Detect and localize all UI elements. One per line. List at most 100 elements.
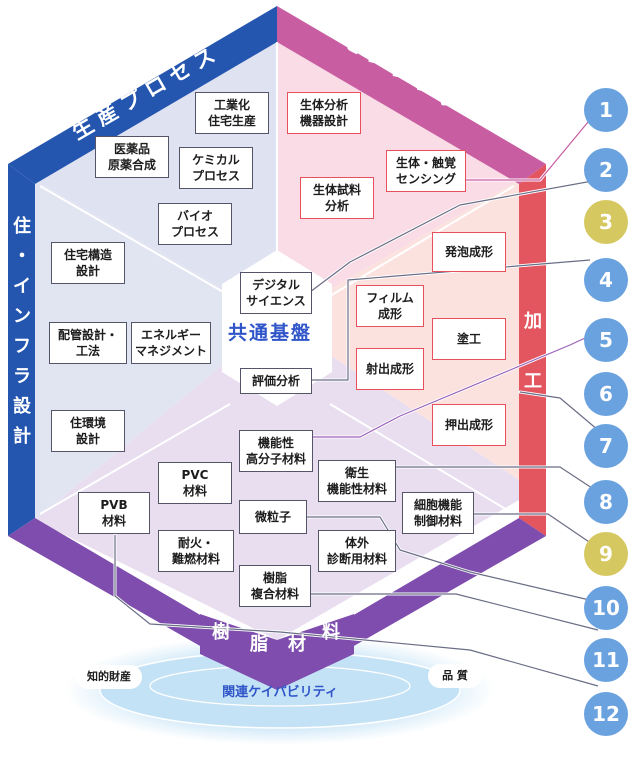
box-kogyoka: 工業化住宅生産 xyxy=(195,92,269,134)
box-jushi-fukugo: 樹脂複合材料 xyxy=(239,565,311,607)
box-text: 生体分析 xyxy=(299,98,348,112)
box-jukankyo: 住環境設計 xyxy=(51,410,125,452)
box-text: プロセス xyxy=(191,169,240,183)
capability-hinshitsu: 品 質 xyxy=(428,664,482,688)
box-text: 機能性 xyxy=(257,436,294,450)
box-seitai-shiryo: 生体試料分析 xyxy=(300,177,374,219)
label-left-1: ・ xyxy=(13,246,31,267)
box-text: 材料 xyxy=(101,514,126,528)
box-text: 塗工 xyxy=(456,332,481,346)
connector-12 xyxy=(114,535,599,687)
box-happo: 発泡成形 xyxy=(432,232,506,272)
box-text: 配管設計・ xyxy=(57,328,118,342)
box-text: 工法 xyxy=(75,344,100,358)
box-taigai: 体外診断用材料 xyxy=(318,530,396,572)
label-left-2: イ xyxy=(13,276,31,297)
connector-10 xyxy=(305,516,599,603)
label-left-4: フ xyxy=(13,336,31,357)
box-text: 押出成形 xyxy=(444,418,493,432)
box-biryushi: 微粒子 xyxy=(239,500,307,534)
box-text: センシング xyxy=(395,172,456,186)
badge-7: 7 xyxy=(584,424,628,468)
connector-7 xyxy=(519,391,599,431)
badge-1: 1 xyxy=(584,88,628,132)
box-text: PVC xyxy=(181,468,209,482)
capability-chiteki-zaisan: 知的財産 xyxy=(76,665,142,689)
box-text: PVB xyxy=(100,498,128,512)
box-text: 住宅生産 xyxy=(207,114,256,128)
box-text: ケミカル xyxy=(192,153,240,167)
box-text: 成形 xyxy=(377,307,402,321)
sector-bottom xyxy=(35,320,519,640)
box-text: 機能性材料 xyxy=(326,482,387,496)
box-jutaku-kozo: 住宅構造設計 xyxy=(51,242,125,284)
label-left: 住 ・ イ ン フ ラ 設 計 xyxy=(10,212,34,452)
box-text: 分析 xyxy=(324,199,349,213)
box-text: 設計 xyxy=(75,264,100,278)
box-haikan: 配管設計・工法 xyxy=(49,322,127,364)
box-seitai-bunseki: 生体分析機器設計 xyxy=(287,92,361,134)
divider-upper-left xyxy=(39,185,231,297)
box-chemical: ケミカルプロセス xyxy=(179,147,253,189)
box-text: 樹脂 xyxy=(262,571,287,585)
label-left-7: 計 xyxy=(13,426,31,447)
band-right xyxy=(519,164,546,536)
box-text: 制御材料 xyxy=(413,514,462,528)
box-text: マネジメント xyxy=(135,344,208,358)
box-film: フィルム成形 xyxy=(356,285,424,327)
box-text: 耐火・ xyxy=(177,536,214,550)
label-bottom-2: 材 xyxy=(288,634,306,655)
connector-1 xyxy=(460,109,599,181)
box-kinosei: 機能性高分子材料 xyxy=(239,430,313,472)
center-title: 共通基盤 xyxy=(228,322,313,344)
box-oshidashi: 押出成形 xyxy=(432,404,506,446)
badge-5: 5 xyxy=(584,318,628,362)
label-bottom: 樹 脂 材 料 xyxy=(206,612,350,662)
box-energy: エネルギーマネジメント xyxy=(131,322,211,364)
badge-6: 6 xyxy=(584,372,628,416)
box-text: 生体試料 xyxy=(312,183,361,197)
label-left-0: 住 xyxy=(13,216,31,237)
box-bio: バイオプロセス xyxy=(158,203,232,245)
box-text: 発泡成形 xyxy=(444,245,493,259)
label-right-0: 加 xyxy=(524,311,542,332)
box-text: 衛生 xyxy=(344,466,369,480)
connector-11 xyxy=(310,593,599,631)
box-text: 材料 xyxy=(182,484,207,498)
label-bottom-0: 樹 xyxy=(212,622,230,643)
box-iyakuhin: 医薬品原薬合成 xyxy=(95,136,169,178)
box-text: デジタル xyxy=(252,278,300,292)
box-pvb: PVB 材料 xyxy=(78,492,150,534)
box-text: 射出成形 xyxy=(365,362,414,376)
box-text: 診断用材料 xyxy=(326,552,387,566)
label-left-6: 設 xyxy=(13,396,31,417)
box-text: 医薬品 xyxy=(113,142,150,156)
connector-2 xyxy=(309,179,599,293)
band-top-left xyxy=(8,6,277,184)
box-text: 細胞機能 xyxy=(413,498,462,512)
box-text: 設計 xyxy=(75,432,100,446)
label-bottom-1: 脂 xyxy=(250,634,268,655)
box-text: 複合材料 xyxy=(250,587,299,601)
label-left-3: ン xyxy=(13,306,31,327)
badge-9: 9 xyxy=(584,532,628,576)
box-text: プロセス xyxy=(170,225,219,239)
box-text: 難燃材料 xyxy=(171,552,220,566)
band-top-right xyxy=(277,6,546,184)
box-eisei: 衛生機能性材料 xyxy=(318,460,396,502)
box-hyoka: 評価分析 xyxy=(240,368,312,394)
box-text: 微粒子 xyxy=(254,510,291,524)
box-text: エネルギー xyxy=(140,328,201,342)
box-text: 高分子材料 xyxy=(245,452,306,466)
band-left xyxy=(8,164,35,536)
badge-3: 3 xyxy=(584,200,628,244)
label-left-5: ラ xyxy=(13,366,31,387)
box-text: 住宅構造 xyxy=(63,248,112,262)
box-taika: 耐火・難燃材料 xyxy=(158,530,234,572)
box-text: バイオ xyxy=(176,209,213,223)
divider-lower-left xyxy=(39,403,231,515)
connector-4 xyxy=(311,331,599,438)
badge-11: 11 xyxy=(584,638,628,682)
box-text: 工業化 xyxy=(213,98,250,112)
